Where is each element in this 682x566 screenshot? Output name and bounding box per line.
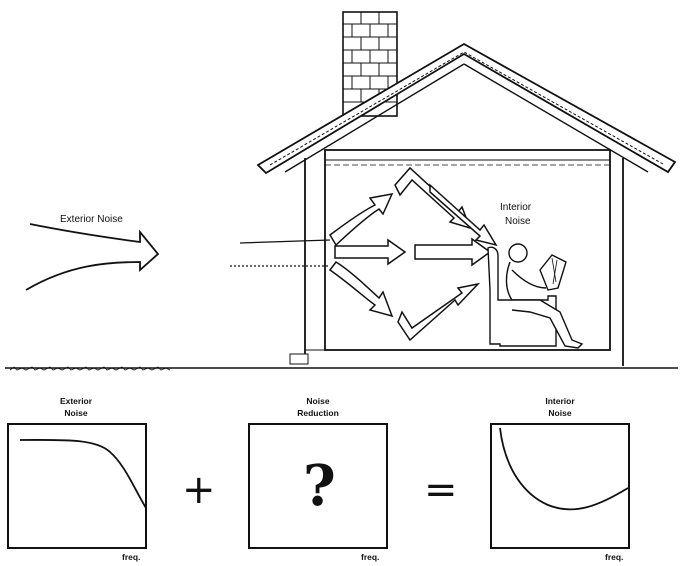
panel2-axis-label: freq. bbox=[361, 552, 379, 562]
exterior-arrow-upper bbox=[25, 223, 160, 291]
arrow-up-diagonal bbox=[329, 193, 394, 247]
equals-symbol: = bbox=[424, 467, 458, 513]
interior-noise-curve bbox=[499, 427, 629, 511]
panel3-title-line2: Noise bbox=[548, 408, 571, 418]
panel2-title-line2: Reduction bbox=[297, 408, 339, 418]
plus-symbol: + bbox=[182, 467, 216, 513]
arrow-ricochet-mid bbox=[414, 237, 492, 267]
house-illustration bbox=[5, 11, 678, 371]
panel1-title-line2: Noise bbox=[64, 408, 87, 418]
panel3-title-line1: Interior bbox=[545, 396, 575, 406]
arrow-middle bbox=[334, 238, 407, 266]
person-body bbox=[505, 261, 584, 349]
panel3-axis-label: freq. bbox=[605, 552, 623, 562]
exterior-noise-curve bbox=[19, 439, 147, 509]
ground-line bbox=[5, 366, 678, 371]
exterior-noise-panel: Exterior Noise freq. bbox=[7, 396, 147, 562]
person-arm bbox=[511, 269, 547, 289]
interior-noise-panel: Interior Noise freq. bbox=[490, 396, 630, 562]
panel1-axis-label: freq. bbox=[122, 552, 140, 562]
roof bbox=[256, 42, 677, 175]
interior-noise-label-line2: Noise bbox=[505, 216, 531, 227]
exterior-noise-arrows bbox=[25, 223, 160, 291]
newspaper bbox=[539, 254, 567, 291]
house-walls bbox=[289, 149, 624, 366]
question-mark-symbol: ? bbox=[303, 453, 336, 519]
armchair bbox=[487, 246, 557, 347]
exterior-noise-label: Exterior Noise bbox=[60, 214, 123, 225]
arrow-to-listener-top bbox=[429, 183, 498, 247]
noise-reduction-panel: Noise Reduction ? freq. bbox=[248, 396, 388, 562]
interior-noise-arrows bbox=[230, 166, 498, 342]
arrow-down-diagonal bbox=[328, 260, 394, 318]
arrow-ricochet-bottom bbox=[397, 282, 481, 342]
arrow-ricochet-top bbox=[394, 166, 472, 230]
panel1-title-line1: Exterior bbox=[60, 396, 93, 406]
person-head bbox=[508, 243, 528, 263]
panel2-title-line1: Noise bbox=[306, 396, 329, 406]
interior-noise-label-line1: Interior bbox=[500, 202, 532, 213]
equation-row: Exterior Noise freq. + Noise Reduction ?… bbox=[7, 396, 630, 562]
person-reading-in-chair bbox=[487, 243, 584, 349]
